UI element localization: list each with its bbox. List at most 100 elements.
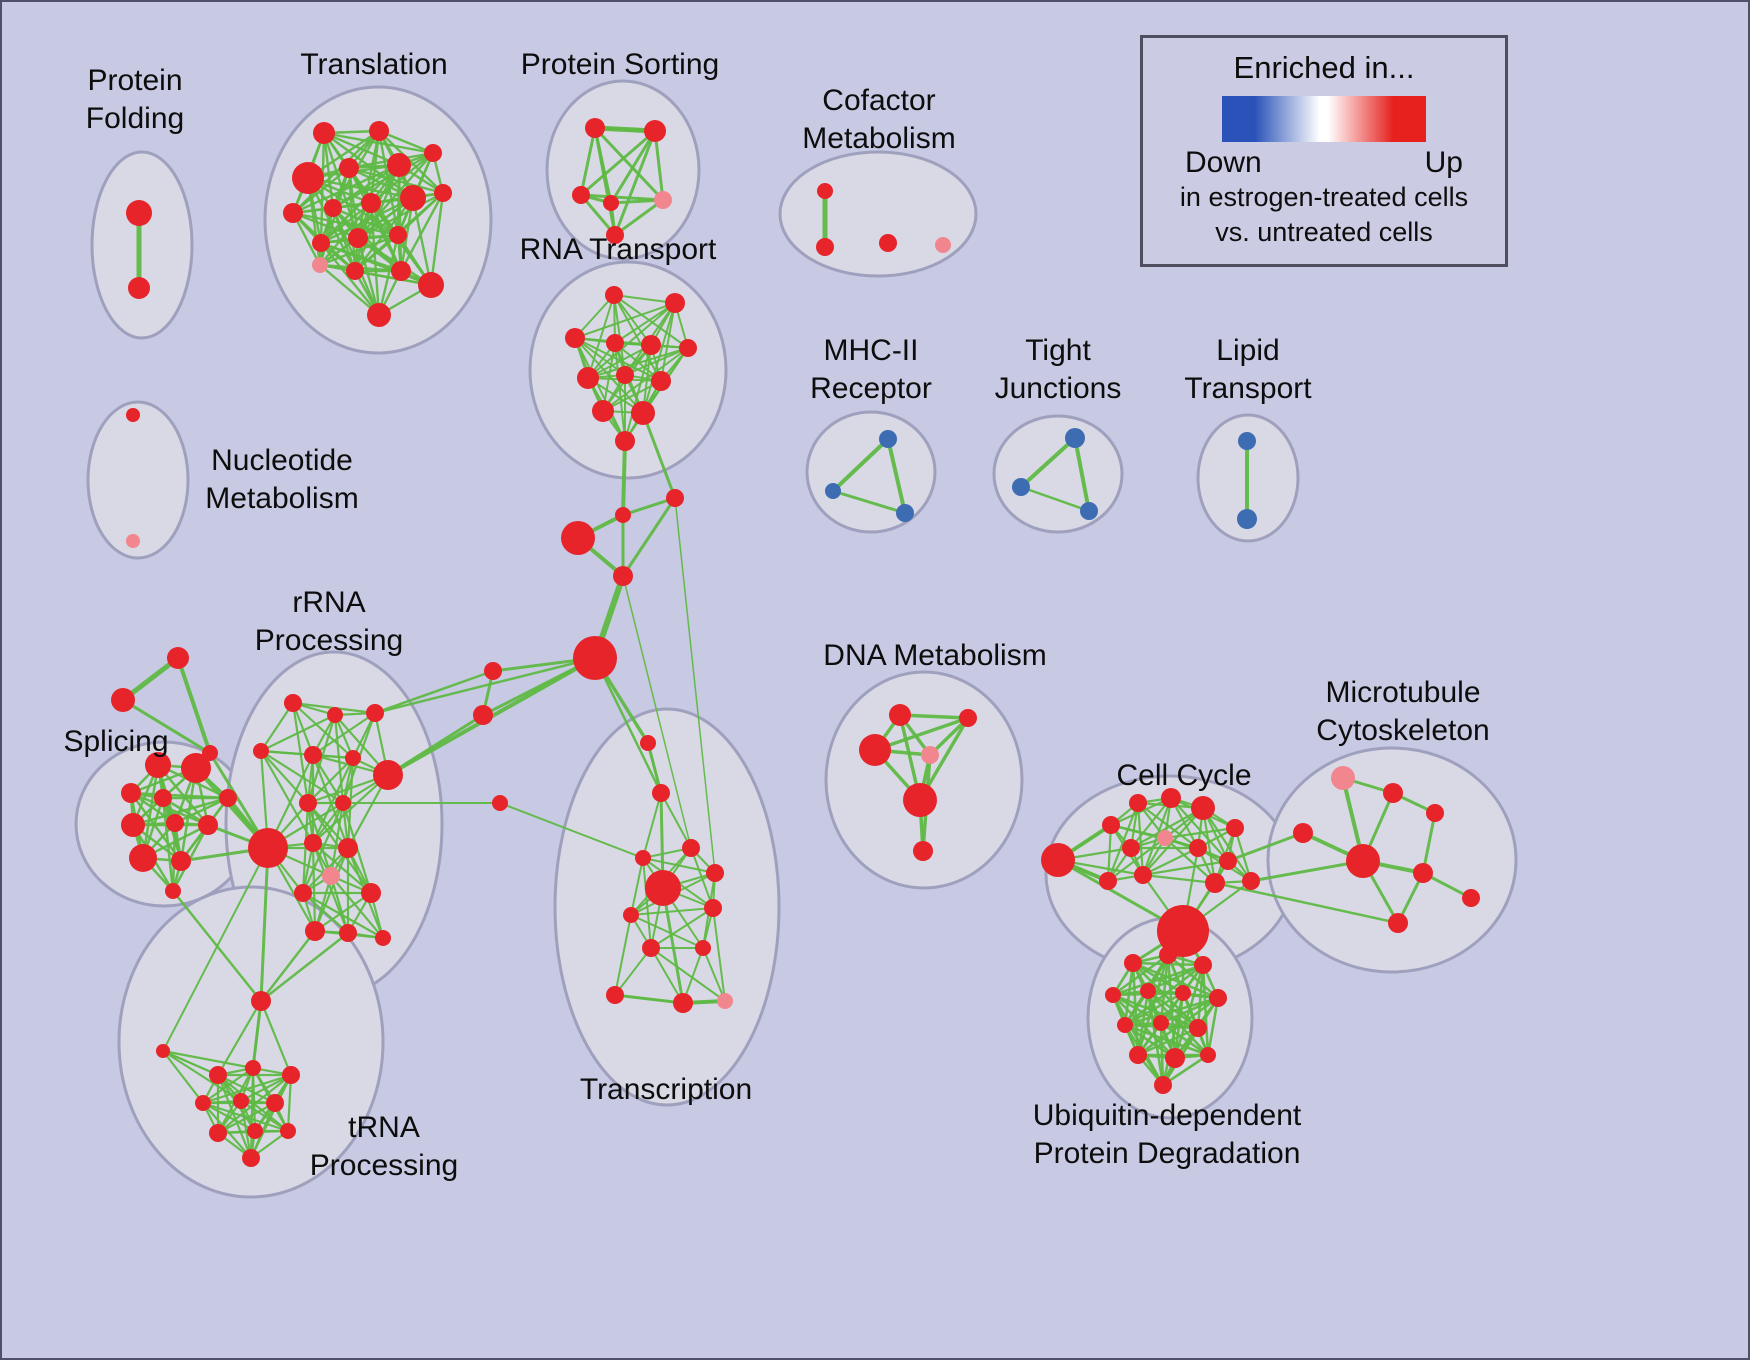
network-edge [642,792,662,859]
gene-set-node-transcription-9 [695,940,711,956]
network-edge [311,773,390,845]
gene-set-node-microtubule-cytoskeleton-4 [1346,844,1380,878]
gene-set-node-connectors-9 [111,688,135,712]
network-edge [386,713,485,777]
network-edge [630,914,704,949]
network-edge [1161,1053,1210,1087]
network-edge [1106,823,1113,883]
network-edge [1421,811,1437,875]
gene-set-node-rna-transport-8 [651,371,671,391]
gene-set-node-rna-transport-6 [577,367,599,389]
gene-set-node-translation-13 [389,226,407,244]
gene-set-node-rrna-processing-1 [327,707,343,723]
gene-set-node-connectors-7 [492,795,508,811]
network-edge [1106,801,1140,883]
gene-set-node-microtubule-cytoskeleton-3 [1293,823,1313,843]
gene-set-node-transcription-2 [682,839,700,857]
gene-set-node-rrna-processing-7 [299,794,317,812]
gene-set-node-rna-transport-11 [615,431,635,451]
gene-set-node-trna-processing-0 [251,991,271,1011]
network-edge [1136,801,1200,850]
gene-set-node-ubiquitin-degradation-6 [1209,989,1227,1007]
gene-set-node-rrna-processing-17 [375,930,391,946]
gene-set-node-trna-processing-6 [233,1093,249,1109]
gene-set-node-protein-sorting-0 [585,118,605,138]
gene-set-node-rrna-processing-0 [284,694,302,712]
network-edge [301,891,385,940]
network-edge [1146,989,1200,1030]
gene-set-node-dna-metabolism-4 [903,783,937,817]
gene-set-node-translation-6 [283,203,303,223]
network-edge [613,198,665,237]
network-edge [1073,436,1091,513]
network-edge [1111,963,1205,997]
network-edge [613,294,652,346]
network-edge [650,907,714,949]
gene-set-node-translation-3 [339,158,359,178]
network-edge [1206,996,1220,1057]
network-edge [641,411,677,500]
cluster-label-nucleotide-metabolism: Nucleotide [211,444,353,477]
network-edge [311,841,350,935]
network-edge [579,126,597,197]
network-edge [621,496,677,578]
network-edge [642,857,716,874]
network-edge [1109,796,1173,827]
network-edge [249,1066,255,1160]
network-edge [1019,436,1077,489]
gene-set-node-trna-processing-7 [266,1094,284,1112]
legend-subtitle-line2: vs. untreated cells [1215,217,1433,247]
gene-set-node-cell-cycle-13 [1242,872,1260,890]
gene-set-node-mhc-ii-receptor-1 [825,483,841,499]
gene-set-node-rrna-processing-10 [304,834,322,852]
gene-set-node-transcription-4 [706,864,724,882]
network-edge [642,857,652,949]
network-edge [642,302,676,414]
network-edge [399,191,445,273]
network-edge [259,999,293,1077]
gene-set-node-rna-transport-5 [679,339,697,357]
network-edge [1141,859,1230,877]
network-edge [1123,963,1205,1027]
gene-set-node-splicing-7 [198,815,218,835]
legend-gradient-bar [1222,96,1426,142]
network-edge [311,756,355,845]
network-edge [587,347,689,379]
cluster-label-translation: Translation [300,48,447,81]
cluster-label-trna-processing: tRNA [348,1111,420,1144]
gene-set-node-cell-cycle-0 [1041,843,1075,877]
gene-set-node-dna-metabolism-2 [959,709,977,727]
network-edge [660,302,676,382]
gene-set-node-rrna-processing-3 [253,743,269,759]
gene-set-node-translation-18 [367,303,391,327]
network-edge [690,847,714,909]
network-edge [1163,836,1217,885]
cluster-ellipse-tight-junctions [992,414,1124,534]
network-edge [1123,996,1220,1027]
network-edge [650,947,684,1004]
network-edge [1019,485,1091,513]
network-edge [579,129,657,197]
network-edge [593,126,665,202]
gene-set-node-microtubule-cytoskeleton-1 [1383,783,1403,803]
gene-set-node-ubiquitin-degradation-7 [1117,1017,1133,1033]
network-edge [674,497,716,874]
gene-set-node-rrna-processing-9 [248,828,288,868]
network-edge [574,302,676,339]
network-edge [306,756,355,805]
network-edge [356,191,445,240]
gene-set-node-trna-processing-8 [209,1124,227,1142]
network-edge [318,263,381,317]
gene-set-node-dna-metabolism-0 [859,734,891,766]
cluster-label-lipid-transport: Transport [1184,372,1312,405]
network-edge [613,993,685,1005]
gene-set-node-cofactor-metabolism-2 [879,234,897,252]
network-edge [201,1101,290,1133]
cluster-label-rrna-processing: rRNA [292,586,365,619]
legend-down-label: Down [1185,146,1262,179]
network-edge [429,191,445,287]
network-edge [630,857,644,916]
network-edge [1163,826,1237,840]
gene-set-node-transcription-7 [623,907,639,923]
